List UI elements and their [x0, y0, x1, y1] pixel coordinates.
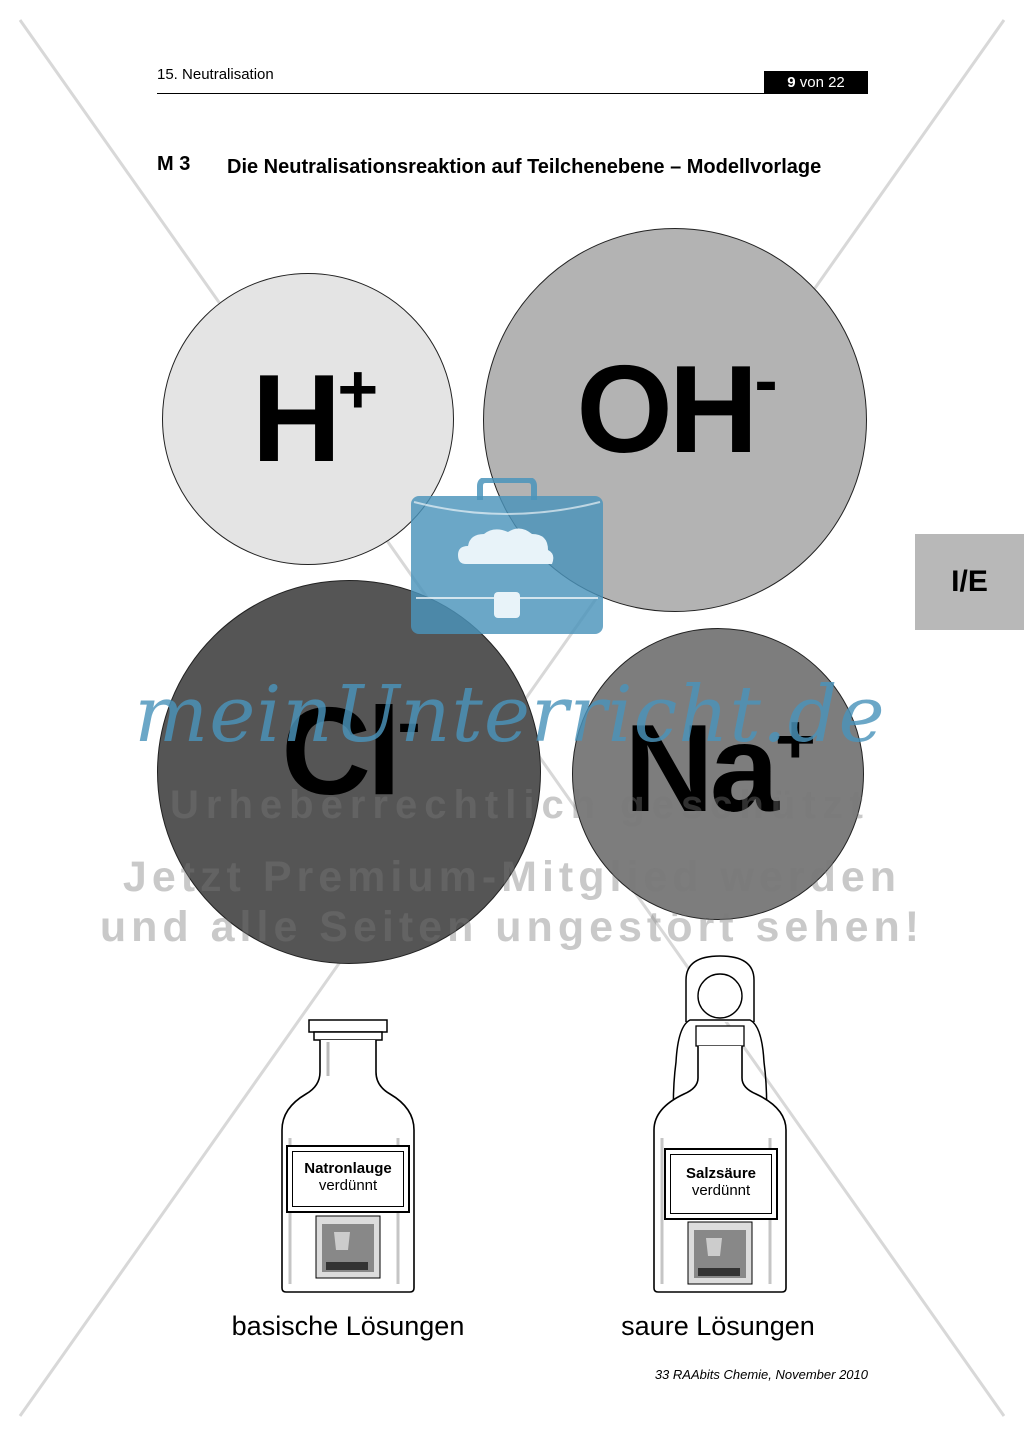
bottle-sub: verdünnt [691, 1182, 751, 1199]
page-current: 9 [787, 74, 796, 91]
footer-source: 33 RAAbits Chemie, November 2010 [654, 1367, 868, 1382]
level-tab: I/E [915, 534, 1024, 630]
bottle-name: Salzsäure [685, 1165, 757, 1182]
watermark-line-2: Jetzt Premium-Mitglied werden [122, 853, 902, 901]
ion-cl-minus: Cl- [157, 580, 541, 964]
ion-charge: + [337, 349, 378, 428]
header-rule [157, 93, 868, 94]
briefcase-logo-icon [411, 478, 603, 634]
ion-symbol: H [251, 350, 342, 488]
bottle-salzsaeure-icon [653, 955, 787, 1293]
ion-charge: - [754, 340, 777, 419]
caption-basische: basische Lösungen [231, 1311, 465, 1341]
ion-na-plus: Na+ [572, 628, 864, 920]
header-title: 15. Neutralisation [157, 66, 274, 83]
ion-symbol: OH [576, 341, 758, 479]
ion-h-plus: H+ [162, 273, 454, 565]
watermark-line-3: und alle Seiten ungestört sehen! [99, 903, 925, 951]
caption-saure: saure Lösungen [621, 1311, 815, 1341]
ion-symbol: Na [624, 700, 779, 838]
watermark-brand: meinUnterricht.de [134, 670, 886, 760]
bottle-label-natronlauge: Natronlauge verdünnt [286, 1145, 410, 1213]
page-number-badge: 9 von 22 [764, 71, 868, 94]
ion-charge: - [397, 682, 420, 761]
page-total: von 22 [795, 74, 845, 91]
section-number: M 3 [157, 153, 191, 175]
section-title: Die Neutralisationsreaktion auf Teilchen… [227, 156, 822, 178]
watermark-line-1: Urheberrechtlich geschützt [170, 783, 870, 827]
bottle-sub: verdünnt [318, 1177, 378, 1194]
ion-charge: + [774, 699, 816, 778]
bottle-name: Natronlauge [304, 1160, 392, 1177]
bottle-label-salzsaeure: Salzsäure verdünnt [664, 1148, 778, 1220]
ion-symbol: Cl [281, 683, 401, 821]
